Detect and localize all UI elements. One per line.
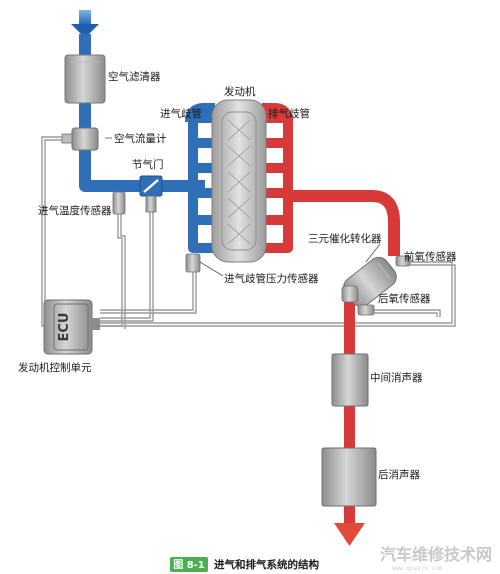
caption-badge: 图 8-1 [173,559,205,571]
wire-rear-o2 [374,309,441,317]
front-o2-sensor [395,255,411,267]
intake-manifold-runners [188,113,215,253]
watermark: 汽车维修技术网 www.qcwxjs.com [380,545,492,572]
intake-inflow-arrow [71,10,99,38]
wire-maf-2 [44,139,66,323]
caption-badge-bg [170,557,208,572]
wire-rear-o2-2 [374,312,438,317]
label-engine: 发动机 [224,85,256,98]
label-catalyst: 三元催化转化器 [308,232,382,245]
wire-throttle [100,212,151,319]
iat-sensor [112,191,126,215]
label-iat-sensor: 进气温度传感器 [38,204,112,217]
label-intake-manifold: 进气歧管 [160,107,202,120]
ecu-unit: ECU [43,299,100,355]
watermark-sub: www.qcwxjs.com [392,565,443,572]
label-exhaust-manifold: 排气歧管 [268,107,310,120]
catalytic-converter [341,256,397,308]
label-rear-muffler: 后消声器 [378,468,420,481]
label-rear-o2: 后氧传感器 [378,292,431,305]
figure-caption: 图 8-1 进气和排气系统的结构 [170,557,319,572]
wire-front-o2-2 [100,264,456,327]
maf-sensor [61,127,99,151]
label-throttle: 节气门 [132,158,164,171]
sensor-wiring [41,136,456,329]
wire-map [100,272,194,311]
label-air-filter: 空气滤清器 [108,70,161,83]
wire-iat-2 [120,214,126,329]
leader-lines [105,137,381,277]
ecu-text: ECU [57,313,72,342]
label-maf: 空气流量计 [114,132,167,145]
watermark-text: 汽车维修技术网 [380,545,492,564]
label-map-sensor: 进气歧管压力传感器 [224,272,319,285]
engine-block [211,99,267,263]
map-sensor [185,253,201,273]
rear-o2-sensor [357,304,375,316]
throttle-body [139,175,163,213]
mid-muffler [331,353,369,407]
rear-muffler [321,447,377,507]
wire-iat [100,214,123,327]
label-mid-muffler: 中间消声器 [370,371,423,384]
wire-map-2 [100,272,197,314]
air-filter [64,54,106,104]
label-front-o2: 前氧传感器 [404,250,457,263]
label-ecu: 发动机控制单元 [18,361,92,374]
wire-front-o2 [100,261,453,324]
wire-throttle-2 [100,212,154,322]
caption-title: 进气和排气系统的结构 [214,558,319,571]
exhaust-outflow-arrow [334,523,365,546]
